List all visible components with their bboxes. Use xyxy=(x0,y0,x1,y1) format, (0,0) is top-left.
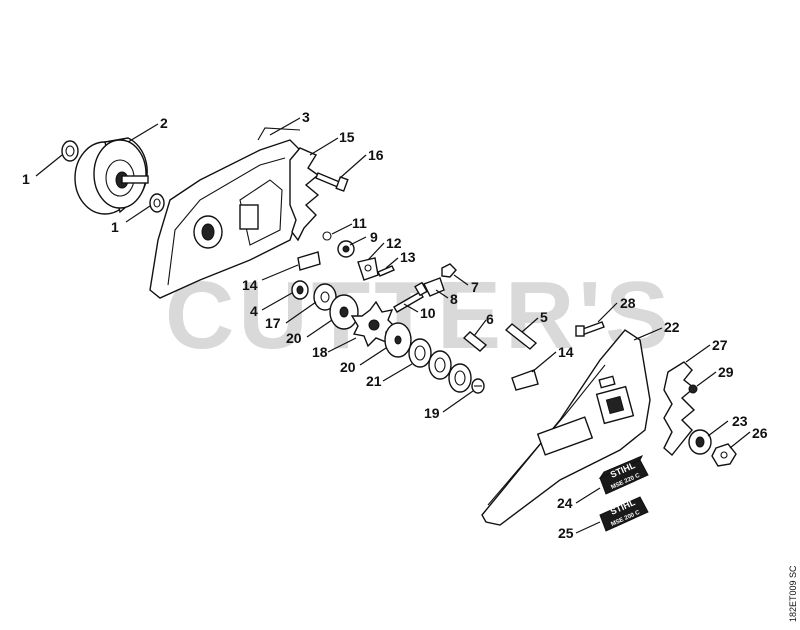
callout-1a: 1 xyxy=(22,171,30,187)
part-15-chain-catcher xyxy=(289,147,320,242)
callout-27: 27 xyxy=(712,337,728,353)
part-7-nut xyxy=(441,263,457,278)
callout-7: 7 xyxy=(471,279,479,295)
callout-10: 10 xyxy=(420,305,436,321)
part-28-screw xyxy=(575,321,605,337)
callout-22: 22 xyxy=(664,319,680,335)
part-5-stud xyxy=(504,323,538,350)
callout-4: 4 xyxy=(250,303,258,319)
callout-26: 26 xyxy=(752,425,768,441)
part-29-nut xyxy=(688,384,698,394)
reference-code: 182ET009 SC xyxy=(788,565,798,622)
part-27-chain-catcher xyxy=(663,361,696,457)
callout-24: 24 xyxy=(557,495,573,511)
part-1-washer-2 xyxy=(149,193,165,213)
part-24-label-plate: STIHL MSE 220 C xyxy=(598,455,649,495)
part-16-screw xyxy=(315,172,349,192)
leader-lines xyxy=(35,117,751,534)
callout-labels: 1 2 1 3 15 16 11 9 12 13 14 7 4 8 17 10 … xyxy=(22,109,768,541)
callout-21: 21 xyxy=(366,373,382,389)
callout-14a: 14 xyxy=(242,277,258,293)
callout-23: 23 xyxy=(732,413,748,429)
part-6-stud xyxy=(462,331,488,352)
callout-8: 8 xyxy=(450,291,458,307)
callout-14b: 14 xyxy=(558,344,574,360)
callout-9: 9 xyxy=(370,229,378,245)
callout-25: 25 xyxy=(558,525,574,541)
part-14-pad xyxy=(297,251,321,271)
callout-5: 5 xyxy=(540,309,548,325)
callout-17: 17 xyxy=(265,315,281,331)
part-13-screw xyxy=(377,265,395,277)
part-21-washers xyxy=(408,338,472,393)
part-11-ring xyxy=(322,231,332,241)
callout-13: 13 xyxy=(400,249,416,265)
part-14-pad-2 xyxy=(511,369,539,391)
part-23-washer xyxy=(688,429,712,455)
callout-6: 6 xyxy=(486,311,494,327)
part-4-bearing xyxy=(291,280,309,300)
part-10-screw xyxy=(393,281,428,313)
callout-2: 2 xyxy=(160,115,168,131)
part-9-gear xyxy=(337,240,355,258)
part-17-washer xyxy=(313,283,337,311)
part-1-washer xyxy=(61,140,79,162)
callout-12: 12 xyxy=(386,235,402,251)
callout-11: 11 xyxy=(352,215,367,231)
part-26-nut xyxy=(711,443,737,467)
callout-16: 16 xyxy=(368,147,384,163)
part-19-screw xyxy=(471,378,485,394)
part-25-label-plate: STIHL MSE 200 C xyxy=(599,496,649,532)
part-20-washer xyxy=(329,294,359,330)
callout-15: 15 xyxy=(339,129,355,145)
callout-20b: 20 xyxy=(340,359,356,375)
part-22-cover xyxy=(481,329,651,526)
callout-29: 29 xyxy=(718,364,734,380)
part-2-clutch-drum xyxy=(74,137,149,215)
callout-19: 19 xyxy=(424,405,440,421)
callout-3: 3 xyxy=(302,109,310,125)
callout-28: 28 xyxy=(620,295,636,311)
callout-20a: 20 xyxy=(286,330,302,346)
part-20-washer-2 xyxy=(384,322,412,358)
callout-1b: 1 xyxy=(111,219,119,235)
callout-18: 18 xyxy=(312,344,328,360)
